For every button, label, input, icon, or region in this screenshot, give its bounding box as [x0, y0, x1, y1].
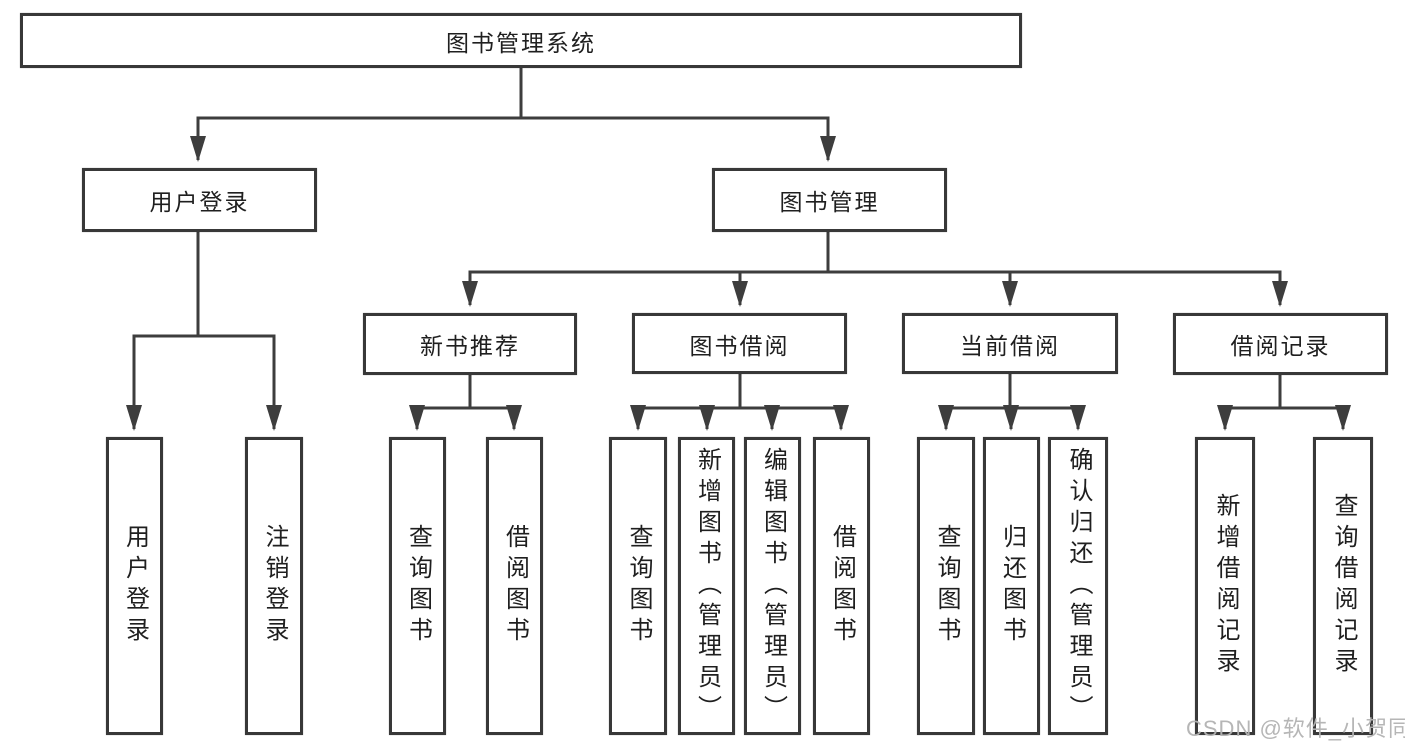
leaf-return-books-label: 归还图书 — [998, 524, 1026, 648]
node-new-book-recommend: 新书推荐 — [363, 313, 577, 375]
leaf-query-borrow-record-label: 查询借阅记录 — [1330, 493, 1357, 679]
leaf-add-books-admin-label: 新增图书（管理员） — [693, 446, 721, 726]
leaf-add-borrow-record-label: 新增借阅记录 — [1212, 493, 1239, 679]
leaf-recommend-borrow-books: 借阅图书 — [486, 437, 543, 735]
leaf-borrowing-query-books: 查询图书 — [609, 437, 667, 735]
leaf-recommend-query-books-label: 查询图书 — [404, 524, 432, 648]
leaf-logout-label: 注销登录 — [261, 524, 288, 648]
csdn-watermark: CSDN @软件_小贺同学 — [1186, 716, 1405, 741]
node-book-borrowing-label: 图书借阅 — [689, 332, 790, 359]
leaf-recommend-query-books: 查询图书 — [389, 437, 446, 735]
node-new-book-recommend-label: 新书推荐 — [420, 333, 520, 359]
node-borrowing-records: 借阅记录 — [1173, 313, 1388, 375]
leaf-borrowing-query-books-label: 查询图书 — [625, 524, 652, 648]
leaf-add-borrow-record: 新增借阅记录 — [1195, 437, 1255, 735]
leaf-borrowing-borrow-books-label: 借阅图书 — [828, 524, 856, 648]
leaf-current-query-books: 查询图书 — [917, 437, 975, 735]
node-book-management: 图书管理 — [712, 168, 947, 232]
leaf-query-borrow-record: 查询借阅记录 — [1313, 437, 1373, 735]
leaf-current-query-books-label: 查询图书 — [933, 524, 960, 648]
leaf-user-login: 用户登录 — [106, 437, 163, 735]
leaf-borrowing-borrow-books: 借阅图书 — [813, 437, 870, 735]
node-user-login: 用户登录 — [82, 168, 317, 232]
leaf-edit-books-admin: 编辑图书（管理员） — [744, 437, 801, 735]
leaf-logout: 注销登录 — [245, 437, 303, 735]
leaf-edit-books-admin-label: 编辑图书（管理员） — [759, 446, 787, 726]
node-book-borrowing: 图书借阅 — [632, 313, 847, 374]
leaf-return-books: 归还图书 — [983, 437, 1040, 735]
node-root: 图书管理系统 — [20, 13, 1022, 68]
node-book-management-label: 图书管理 — [779, 189, 880, 215]
leaf-add-books-admin: 新增图书（管理员） — [678, 437, 735, 735]
node-current-borrowing-label: 当前借阅 — [960, 332, 1060, 359]
node-borrowing-records-label: 借阅记录 — [1230, 333, 1331, 359]
leaf-confirm-return-admin: 确认归还（管理员） — [1048, 437, 1108, 735]
node-current-borrowing: 当前借阅 — [902, 313, 1118, 374]
leaf-user-login-label: 用户登录 — [121, 524, 149, 648]
leaf-confirm-return-admin-label: 确认归还（管理员） — [1065, 446, 1092, 726]
node-root-label: 图书管理系统 — [446, 29, 596, 56]
node-user-login-label: 用户登录 — [149, 189, 250, 215]
leaf-recommend-borrow-books-label: 借阅图书 — [501, 524, 529, 648]
